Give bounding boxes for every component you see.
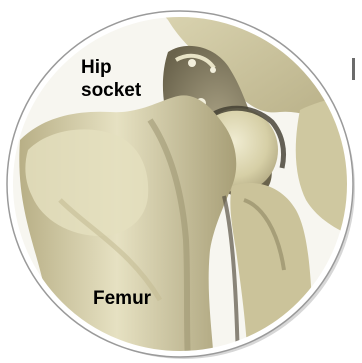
hip-socket-label: Hip socket: [81, 56, 141, 102]
edge-fragment-icon: [352, 58, 360, 80]
femur-label: Femur: [93, 287, 151, 310]
